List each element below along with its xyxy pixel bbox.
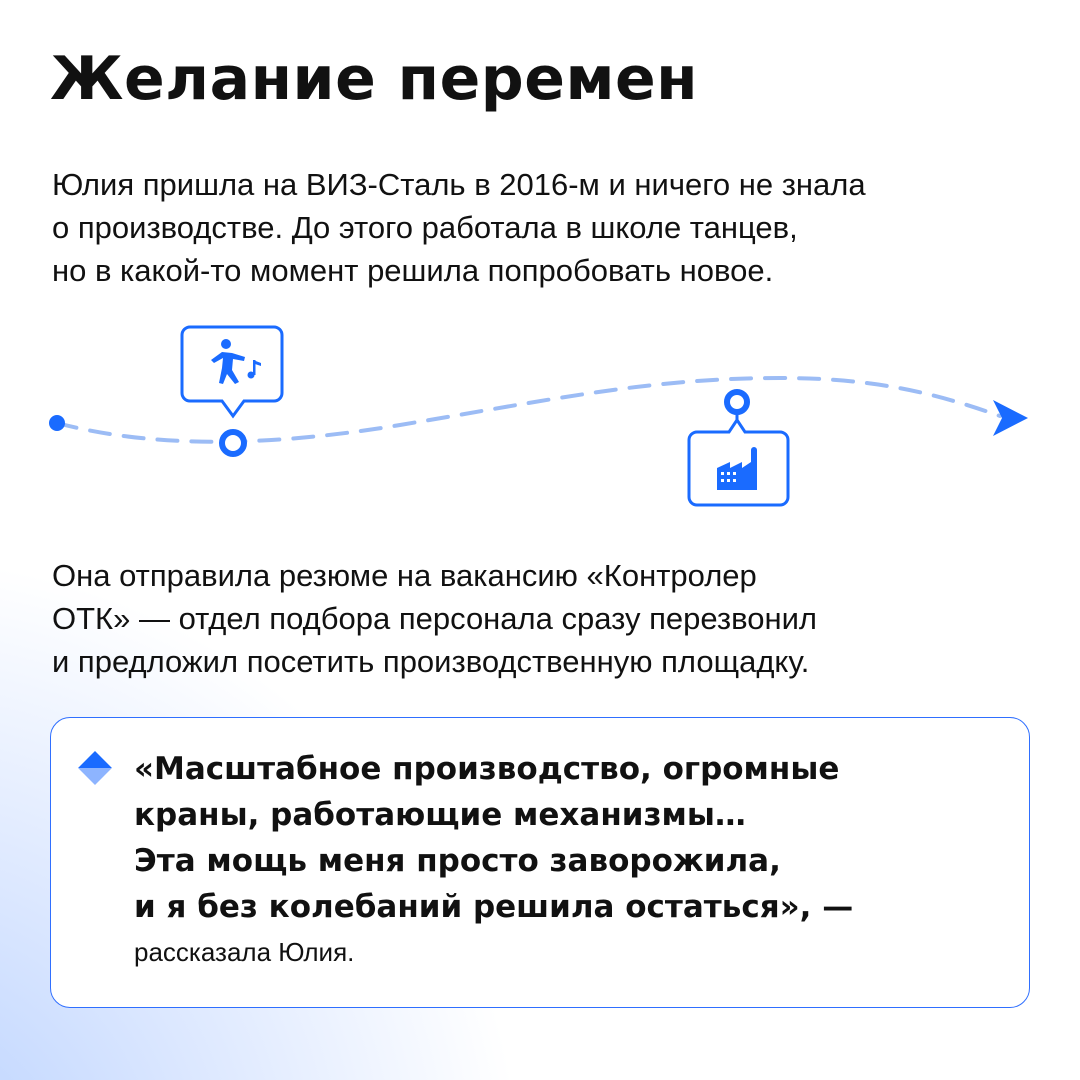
arrow-head-icon [993, 400, 1028, 436]
quote-text: «Масштабное производство, огромные краны… [134, 746, 853, 974]
quote-line: и я без колебаний решила остаться», — [134, 889, 854, 925]
factory-icon [717, 447, 757, 490]
factory-callout [687, 389, 790, 507]
page-title: Желание перемен [50, 44, 699, 114]
dashed-path [55, 375, 1002, 444]
text-line: но в какой-то момент решила попробовать … [52, 253, 774, 288]
text-line: и предложил посетить производственную пл… [52, 644, 810, 679]
pin-dancer [219, 429, 247, 457]
quote-attribution: рассказала Юлия. [134, 937, 355, 967]
dancer-icon [211, 339, 261, 384]
text-line: Юлия пришла на ВИЗ-Сталь в 2016-м и ниче… [52, 167, 866, 202]
quote-line: краны, работающие механизмы… [134, 797, 746, 833]
text-line: ОТК» — отдел подбора персонала сразу пер… [52, 601, 818, 636]
quote-box: «Масштабное производство, огромные краны… [50, 717, 1030, 1008]
application-paragraph: Она отправила резюме на вакансию «Контро… [52, 554, 817, 683]
career-path-diagram [49, 325, 1028, 507]
start-dot [49, 415, 65, 431]
text-line: о производстве. До этого работала в школ… [52, 210, 798, 245]
quote-line: Эта мощь меня просто заворожила, [134, 843, 781, 879]
quote-line: «Масштабное производство, огромные [134, 751, 840, 787]
pin-factory [724, 389, 750, 415]
text-line: Она отправила резюме на вакансию «Контро… [52, 558, 757, 593]
intro-paragraph: Юлия пришла на ВИЗ-Сталь в 2016-м и ниче… [52, 163, 866, 292]
diamond-bullet-icon [78, 751, 112, 785]
dancer-callout [180, 325, 284, 457]
